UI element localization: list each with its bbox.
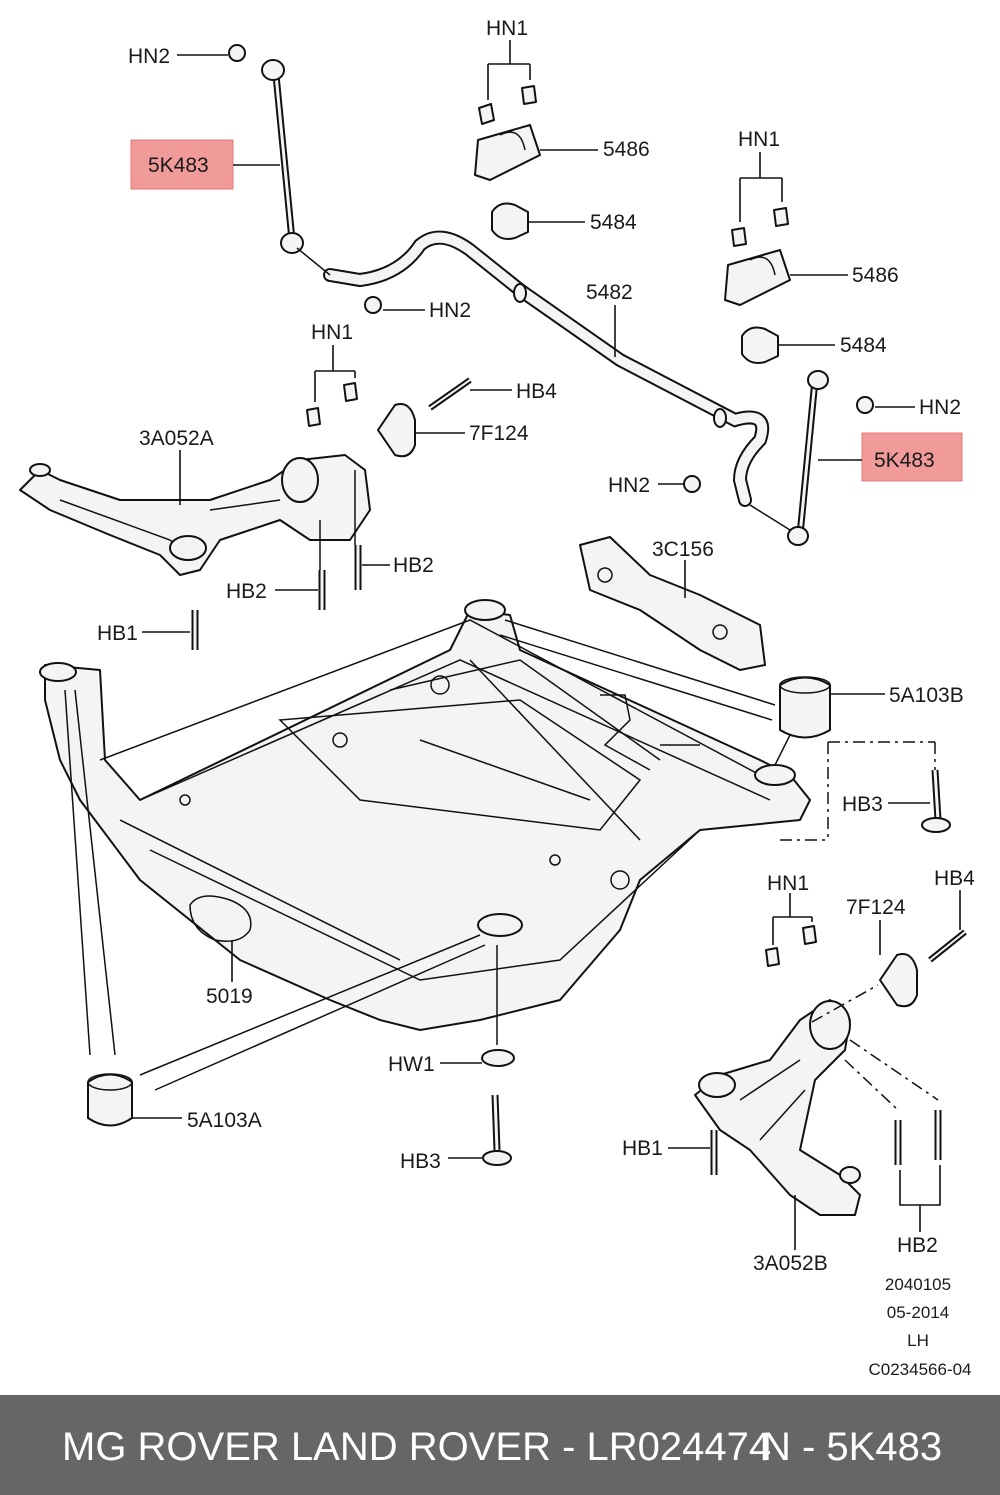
label-5k483: 5K483 <box>874 449 935 472</box>
exploded-suspension-diagram: HN2 5K483 HN1 5486 5484 HN2 5482 HN1 548… <box>19 17 975 1379</box>
clamp-5486 <box>474 124 541 181</box>
clamp-5486 <box>724 249 791 306</box>
subframe-mount-front-left <box>477 913 523 937</box>
highlight-5k483-left <box>130 139 234 190</box>
stabilizer-link-right <box>749 370 829 546</box>
label-hn2: HN2 <box>128 45 170 68</box>
info-reference-code: C0234566-04 <box>868 1360 971 1379</box>
footer-brand-part-number: MG ROVER LAND ROVER - LR024474 <box>62 1425 772 1469</box>
label-5482: 5482 <box>586 281 633 304</box>
front-subframe <box>39 599 811 1031</box>
label-hb3: HB3 <box>842 793 883 816</box>
nut-hn2 <box>856 396 874 414</box>
stabilizer-bar <box>323 230 770 507</box>
label-3a052a: 3A052A <box>139 427 214 450</box>
nut-hn1 <box>731 227 747 247</box>
nut-hn2 <box>228 44 246 62</box>
label-hb4: HB4 <box>516 380 557 403</box>
clamps <box>474 124 791 306</box>
label-5019: 5019 <box>206 985 253 1008</box>
label-hn1: HN1 <box>767 872 809 895</box>
label-hn2: HN2 <box>919 396 961 419</box>
nut-hn1 <box>521 85 537 105</box>
label-5484: 5484 <box>840 334 887 357</box>
bushing-7f124 <box>377 403 416 458</box>
nuts <box>228 44 874 967</box>
bushing-5484 <box>491 202 529 240</box>
bushing-5a103b <box>779 676 831 739</box>
label-5484: 5484 <box>590 211 637 234</box>
label-7f124: 7F124 <box>846 896 906 919</box>
bushing-7f124 <box>879 953 918 1008</box>
label-3a052b: 3A052B <box>753 1252 828 1275</box>
nut-hn1 <box>478 103 495 125</box>
info-side: LH <box>907 1331 929 1350</box>
label-hn1: HN1 <box>486 17 528 40</box>
label-hn1: HN1 <box>311 321 353 344</box>
label-5a103b: 5A103B <box>889 684 964 707</box>
label-7f124: 7F124 <box>469 422 529 445</box>
rear-bushings-7f124 <box>377 403 918 1008</box>
part-labels: HN2 5K483 HN1 5486 5484 HN2 5482 HN1 548… <box>97 17 975 1275</box>
label-hb1: HB1 <box>97 622 138 645</box>
footer-part-code: N - 5K483 <box>762 1425 943 1469</box>
leader-lines <box>132 40 961 1250</box>
nut-hn1 <box>765 947 780 967</box>
label-5486: 5486 <box>852 264 899 287</box>
bushing-5484 <box>741 326 779 364</box>
nut-hn1 <box>802 925 817 945</box>
label-hb2: HB2 <box>226 580 267 603</box>
subframe-bushings <box>87 676 831 1127</box>
lower-arm-right <box>694 999 861 1216</box>
nut-hn1 <box>306 407 321 427</box>
label-3c156: 3C156 <box>652 538 714 561</box>
bolts <box>191 377 967 1175</box>
info-illustration-number: 2040105 <box>885 1275 951 1294</box>
label-5a103a: 5A103A <box>187 1109 262 1132</box>
subframe-mount-rear-left <box>39 662 77 682</box>
label-hw1: HW1 <box>388 1053 435 1076</box>
lower-arm-left <box>19 454 371 576</box>
label-hb1: HB1 <box>622 1137 663 1160</box>
explosion-lines <box>64 470 939 1111</box>
bushings <box>491 202 779 364</box>
label-hb3: HB3 <box>400 1150 441 1173</box>
footer-bar: MG ROVER LAND ROVER - LR024474 N - 5K483 <box>0 1395 1000 1495</box>
info-date: 05-2014 <box>887 1303 949 1322</box>
label-hn2: HN2 <box>429 299 471 322</box>
label-hb2: HB2 <box>897 1234 938 1257</box>
label-hb2: HB2 <box>393 554 434 577</box>
label-5k483: 5K483 <box>148 154 209 177</box>
subframe-mount-front-right <box>754 764 796 786</box>
label-hb4: HB4 <box>934 867 975 890</box>
highlight-5k483-right <box>861 432 963 482</box>
nut-hn1 <box>773 207 789 227</box>
label-hn2: HN2 <box>608 474 650 497</box>
diagram-info: 2040105 05-2014 LH C0234566-04 <box>868 1275 971 1379</box>
subframe-mount-rear-right <box>464 599 506 621</box>
label-5486: 5486 <box>603 138 650 161</box>
nut-hn1 <box>343 382 358 402</box>
bushing-5a103a <box>87 1073 133 1127</box>
diagram-canvas: HN2 5K483 HN1 5486 5484 HN2 5482 HN1 548… <box>19 17 975 1379</box>
bracket-3c156 <box>579 536 766 671</box>
nut-hn2 <box>364 296 382 314</box>
label-hn1: HN1 <box>738 128 780 151</box>
nut-hn2 <box>683 475 701 493</box>
stabilizer-link-left <box>261 59 331 276</box>
